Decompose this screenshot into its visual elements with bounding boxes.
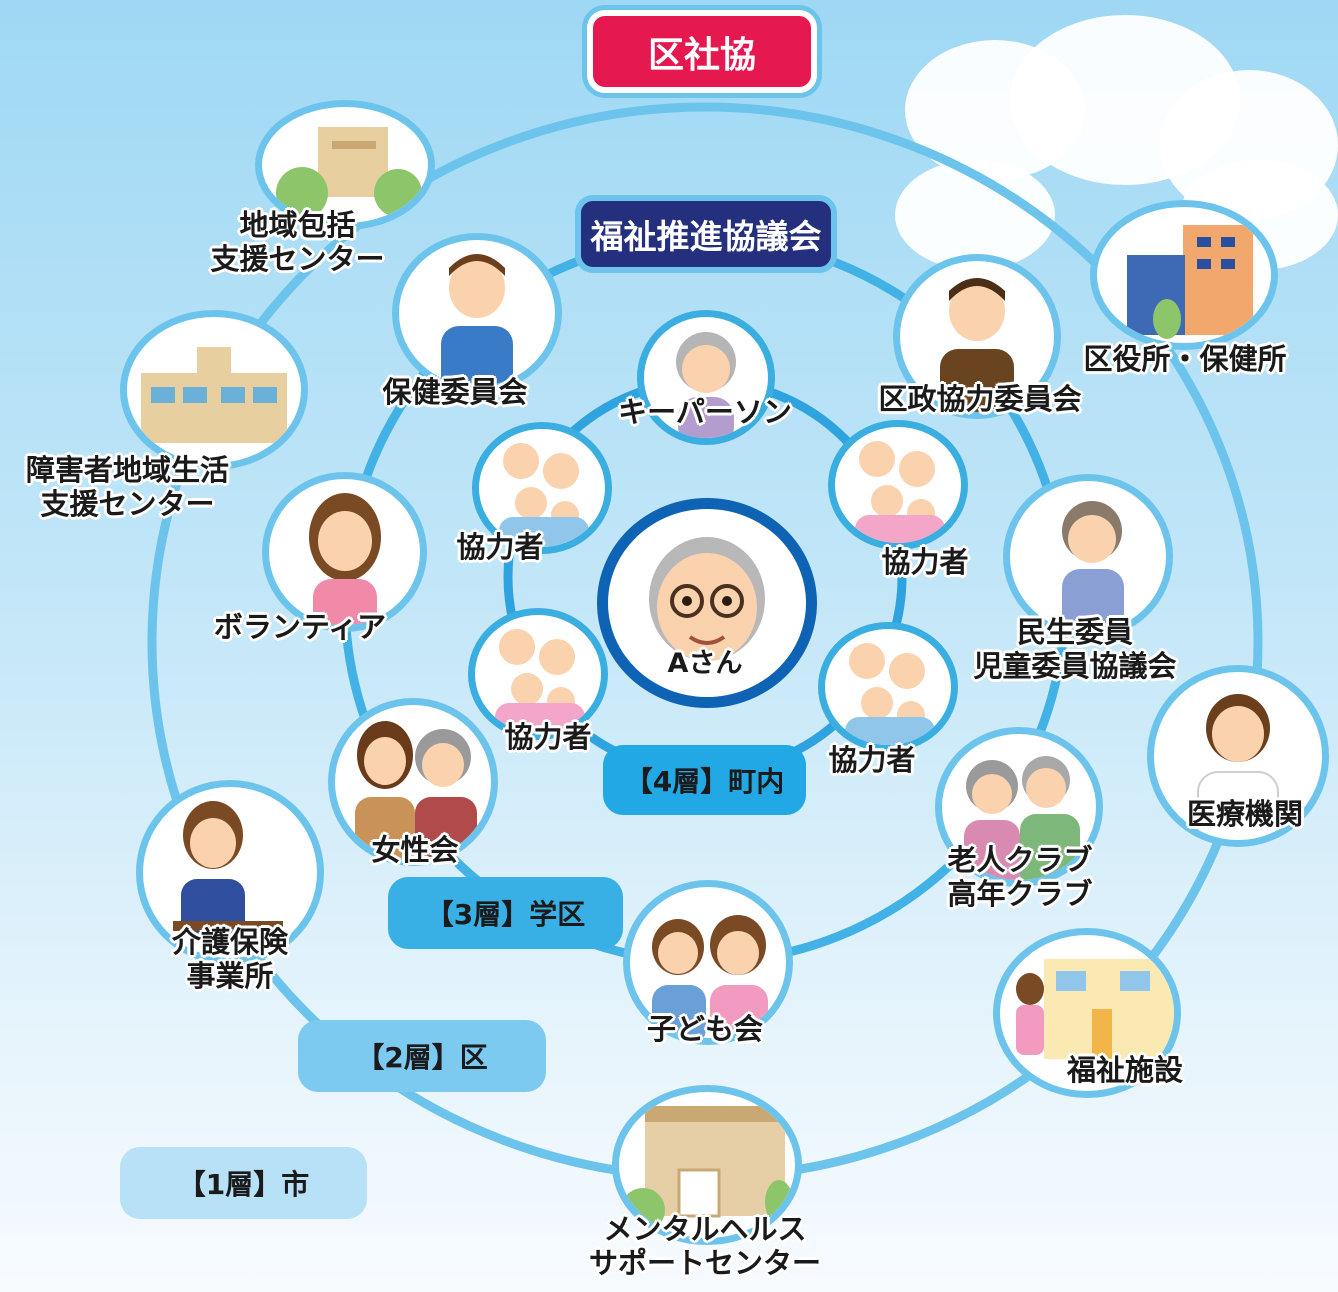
doctor-icon <box>1197 694 1279 840</box>
man-in-suit-icon <box>441 254 513 386</box>
womens-association-circle <box>328 698 498 866</box>
two-children-icon <box>652 915 768 1038</box>
man-in-brown-suit-icon <box>940 278 1014 412</box>
group-people-icon <box>499 443 589 547</box>
district-council-circle <box>893 254 1061 419</box>
mental-health-center-circle <box>612 1085 802 1245</box>
community-support-center-circle <box>255 100 435 230</box>
tier-label-3: 【3層】学区 <box>388 877 623 949</box>
group-people-icon <box>845 643 935 745</box>
care-insurance-provider-circle <box>136 780 324 965</box>
childrens-association-circle <box>623 880 793 1045</box>
volunteer-label: ボランティア <box>213 610 387 644</box>
welfare-council-banner: 福祉推進協議会 <box>575 195 837 273</box>
office-building-icon <box>1127 225 1253 339</box>
cooperator-label-sw: 協力者 <box>504 720 592 754</box>
cooperator-label-ne: 協力者 <box>881 545 969 579</box>
receptionist-icon <box>173 801 283 939</box>
cooperator-circle-sw <box>468 608 608 740</box>
tier-label-2: 【2層】区 <box>298 1020 546 1092</box>
two-women-icon <box>355 721 477 859</box>
welfare-facility-label: 福祉施設 <box>1066 1053 1183 1087</box>
health-committee-label: 保健委員会 <box>382 375 528 409</box>
tier-label-1: 【1層】市 <box>120 1147 367 1219</box>
health-committee-circle <box>392 233 562 393</box>
senior-club-label: 老人クラブ 高年クラブ <box>947 843 1093 912</box>
welfare-facility-circle <box>993 928 1181 1098</box>
welfare-commissioners-circle <box>1003 474 1173 639</box>
cooperator-circle-ne <box>828 420 968 550</box>
woman-volunteer-icon <box>309 493 381 625</box>
keyperson-label: キーパーソン <box>618 395 792 429</box>
disability-support-center-circle <box>120 310 308 470</box>
elderly-woman-icon <box>676 332 736 438</box>
mental-health-center-label: メンタルヘルス サポートセンター <box>588 1212 821 1281</box>
district-council-label: 区政協力委員会 <box>878 382 1082 416</box>
senior-club-circle <box>935 727 1103 887</box>
building-icon <box>276 127 422 219</box>
elderly-man-icon <box>649 537 765 661</box>
elderly-woman-waving-icon <box>1062 501 1124 632</box>
group-people-icon <box>855 441 945 543</box>
disability-support-center-label: 障害者地域生活 支援センター <box>25 453 229 522</box>
cooperator-label-se: 協力者 <box>828 743 916 777</box>
womens-association-label: 女性会 <box>371 833 459 867</box>
elderly-couple-icon <box>964 756 1080 880</box>
volunteer-circle <box>262 472 427 632</box>
ward-office-circle <box>1090 200 1278 350</box>
keyperson-circle <box>637 310 775 445</box>
cooperator-label-nw: 協力者 <box>456 530 544 564</box>
ward-council-banner: 区社協 <box>587 10 817 93</box>
community-support-center-label: 地域包括 支援センター <box>210 208 385 277</box>
tier-label-4: 【4層】町内 <box>603 745 806 815</box>
cooperator-circle-se <box>818 622 958 752</box>
person-a-label: Aさん <box>667 648 743 679</box>
care-insurance-provider-label: 介護保険 事業所 <box>171 925 288 994</box>
facility-building-icon <box>1016 959 1174 1059</box>
group-people-icon <box>495 629 585 733</box>
welfare-commissioners-label: 民生委員 児童委員協議会 <box>973 615 1177 684</box>
cooperator-circle-nw <box>472 422 612 554</box>
childrens-association-label: 子ども会 <box>646 1012 763 1046</box>
medical-institution-circle <box>1147 665 1329 847</box>
person-a-circle <box>597 498 817 708</box>
ward-office-label: 区役所・保健所 <box>1083 342 1287 376</box>
medical-institution-label: 医療機関 <box>1186 797 1303 831</box>
school-building-icon <box>141 347 287 443</box>
